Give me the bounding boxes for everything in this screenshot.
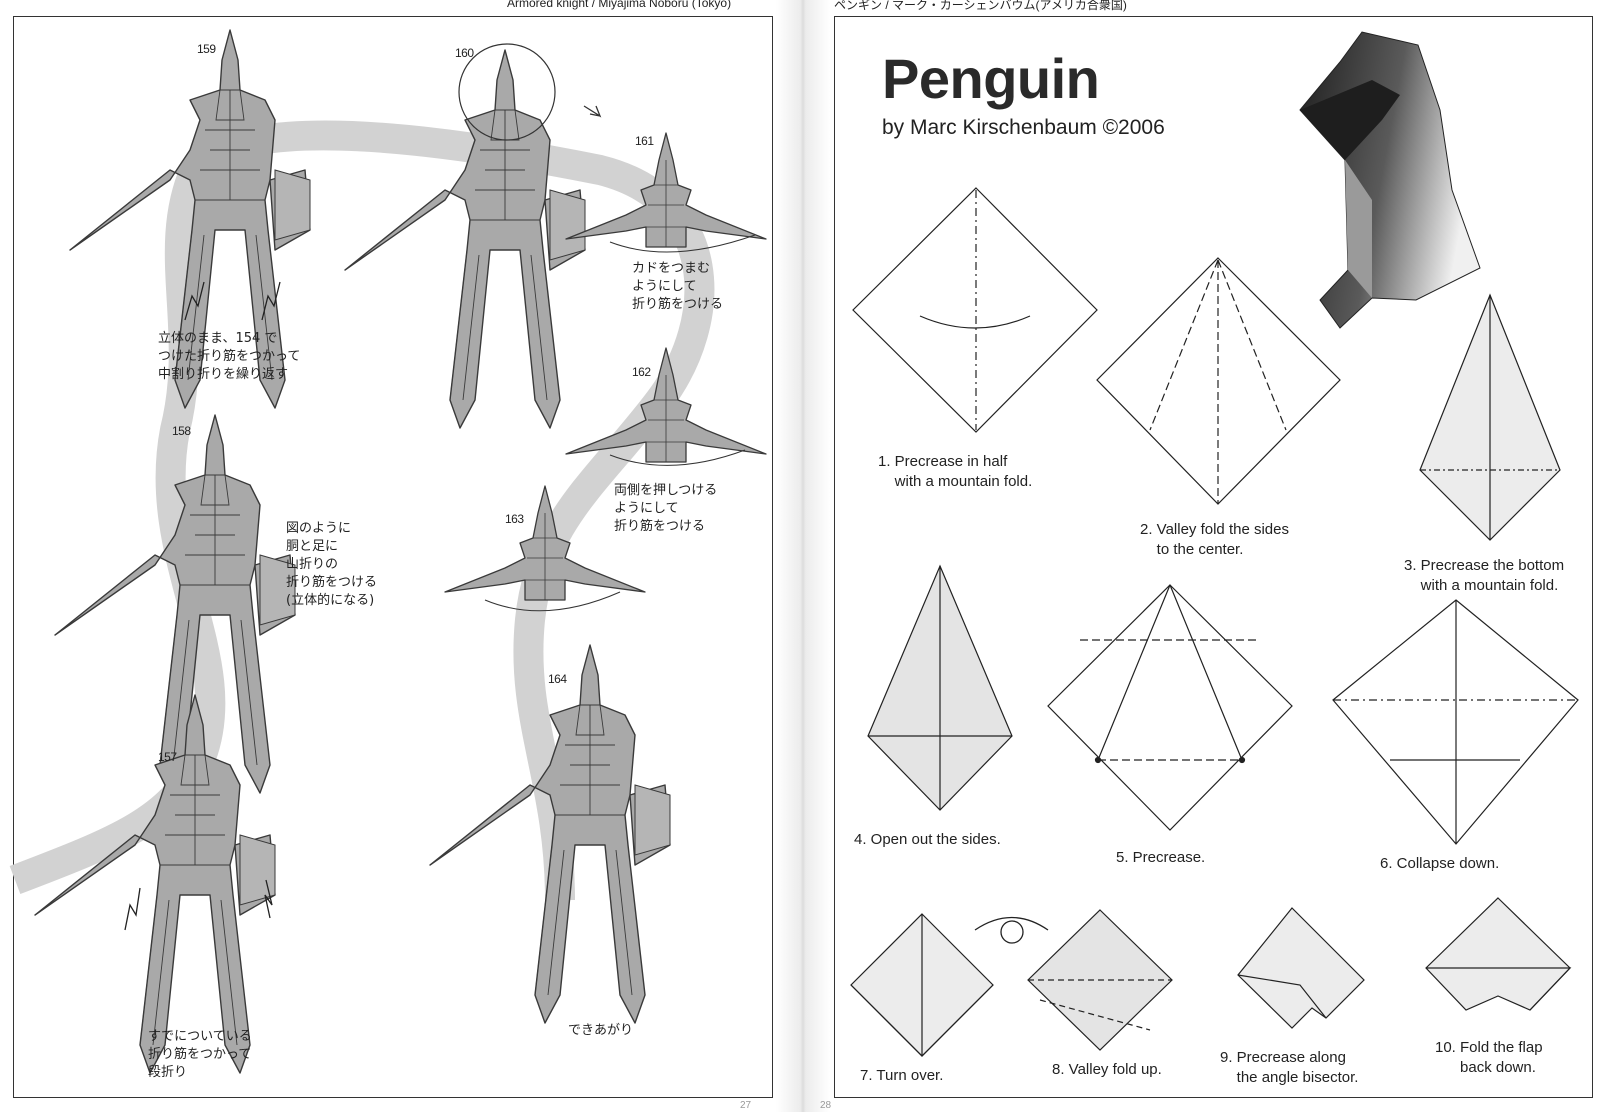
page-title: Penguin xyxy=(882,47,1100,110)
caption-164: できあがり xyxy=(568,1023,634,1038)
step-9-caption: 9. Precrease along the angle bisector. xyxy=(1220,1049,1359,1086)
left-folio: 27 xyxy=(740,1100,752,1111)
step-8-caption: 8. Valley fold up. xyxy=(1052,1061,1162,1078)
step-number-159: 159 xyxy=(197,42,216,56)
step-3-caption: 3. Precrease the bottom with a mountain … xyxy=(1404,557,1565,594)
right-running-header: ペンギン / マーク・カーシェンバウム(アメリカ合衆国) xyxy=(834,0,1127,12)
right-folio: 28 xyxy=(820,1100,832,1111)
caption-157: すでについている 折り筋をつかって 段折り xyxy=(148,1029,252,1080)
step-number-160: 160 xyxy=(455,46,474,60)
byline: by Marc Kirschenbaum ©2006 xyxy=(882,116,1165,139)
caption-159: 立体のまま、154 で つけた折り筋をつかって 中割り折りを繰り返す xyxy=(158,331,301,382)
step-5-caption: 5. Precrease. xyxy=(1116,849,1206,866)
step-number-163: 163 xyxy=(505,512,524,526)
book-gutter xyxy=(776,0,830,1112)
right-page-frame xyxy=(834,16,1593,1098)
step-number-164: 164 xyxy=(548,672,567,686)
left-running-header: Armored knight / Miyajima Noboru (Tokyo) xyxy=(507,0,732,10)
left-page-frame xyxy=(13,16,773,1098)
step-2-caption: 2. Valley fold the sides to the center. xyxy=(1140,521,1289,558)
step-number-161: 161 xyxy=(635,134,654,148)
step-1-caption: 1. Precrease in half with a mountain fol… xyxy=(878,453,1033,490)
step-number-157: 157 xyxy=(158,750,177,764)
step-number-158: 158 xyxy=(172,424,191,438)
finished-penguin xyxy=(1299,31,1481,329)
step-number-162: 162 xyxy=(632,365,651,379)
caption-161: カドをつまむ ようにして 折り筋をつける xyxy=(632,261,724,312)
step-6-caption: 6. Collapse down. xyxy=(1380,855,1500,872)
caption-162: 両側を押しつける ようにして 折り筋をつける xyxy=(614,483,718,534)
caption-158: 図のように 胴と足に 山折りの 折り筋をつける (立体的になる) xyxy=(286,521,378,608)
step-7-caption: 7. Turn over. xyxy=(860,1067,944,1084)
step-10-caption: 10. Fold the flap back down. xyxy=(1435,1039,1543,1076)
step-4-caption: 4. Open out the sides. xyxy=(854,831,1001,848)
